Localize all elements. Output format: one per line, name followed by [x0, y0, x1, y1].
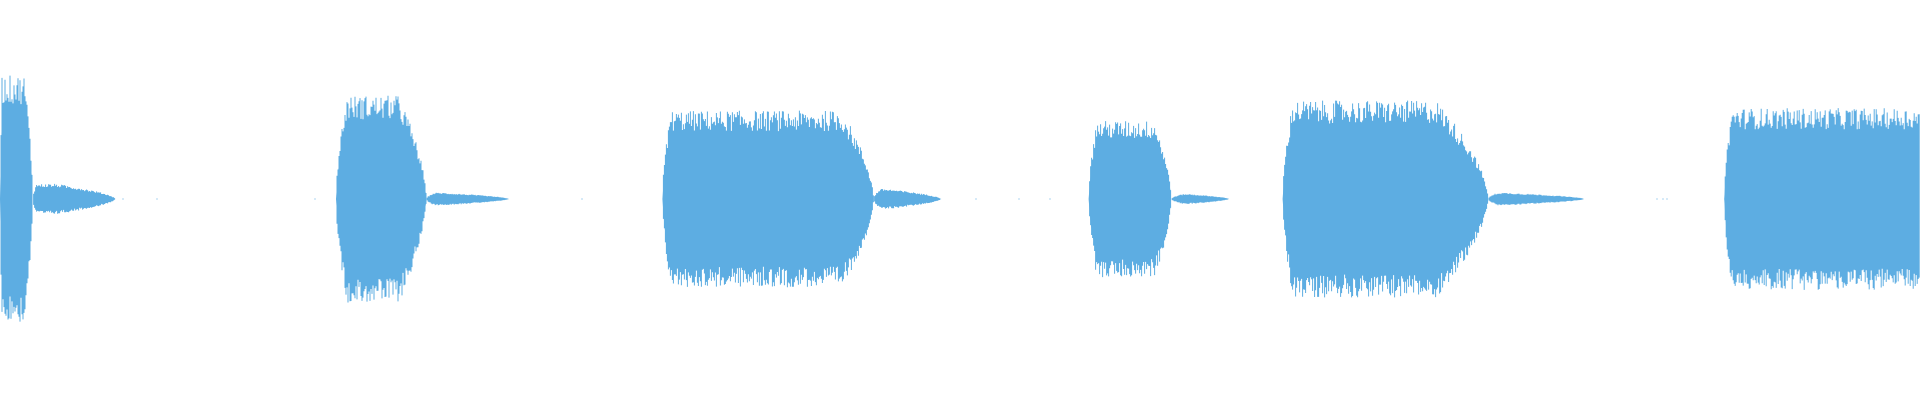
waveform-segment	[1488, 193, 1584, 206]
waveform-segment-path	[874, 189, 942, 209]
waveform-segment-path	[1171, 194, 1229, 204]
waveform-segment-path	[662, 110, 874, 288]
waveform-segment-path	[336, 95, 427, 303]
waveform-segment-path	[0, 75, 33, 322]
waveform-segment-path	[33, 183, 116, 214]
waveform-segment	[426, 192, 509, 206]
waveform-segment	[336, 95, 427, 303]
waveform-segment	[874, 189, 942, 209]
waveform-segment	[1088, 121, 1172, 278]
waveform-segment-path	[1283, 100, 1489, 298]
waveform-segment	[1171, 194, 1229, 204]
waveform-segment	[0, 75, 33, 322]
waveform-segment	[33, 183, 116, 214]
waveform-segment-path	[426, 192, 509, 206]
waveform-segment	[662, 110, 874, 288]
waveform-segment-path	[1089, 121, 1172, 278]
waveform-segment	[1724, 108, 1920, 290]
waveform-segment	[1282, 100, 1489, 298]
waveform-segment-path	[1724, 108, 1920, 290]
waveform-segment-path	[1488, 193, 1584, 206]
